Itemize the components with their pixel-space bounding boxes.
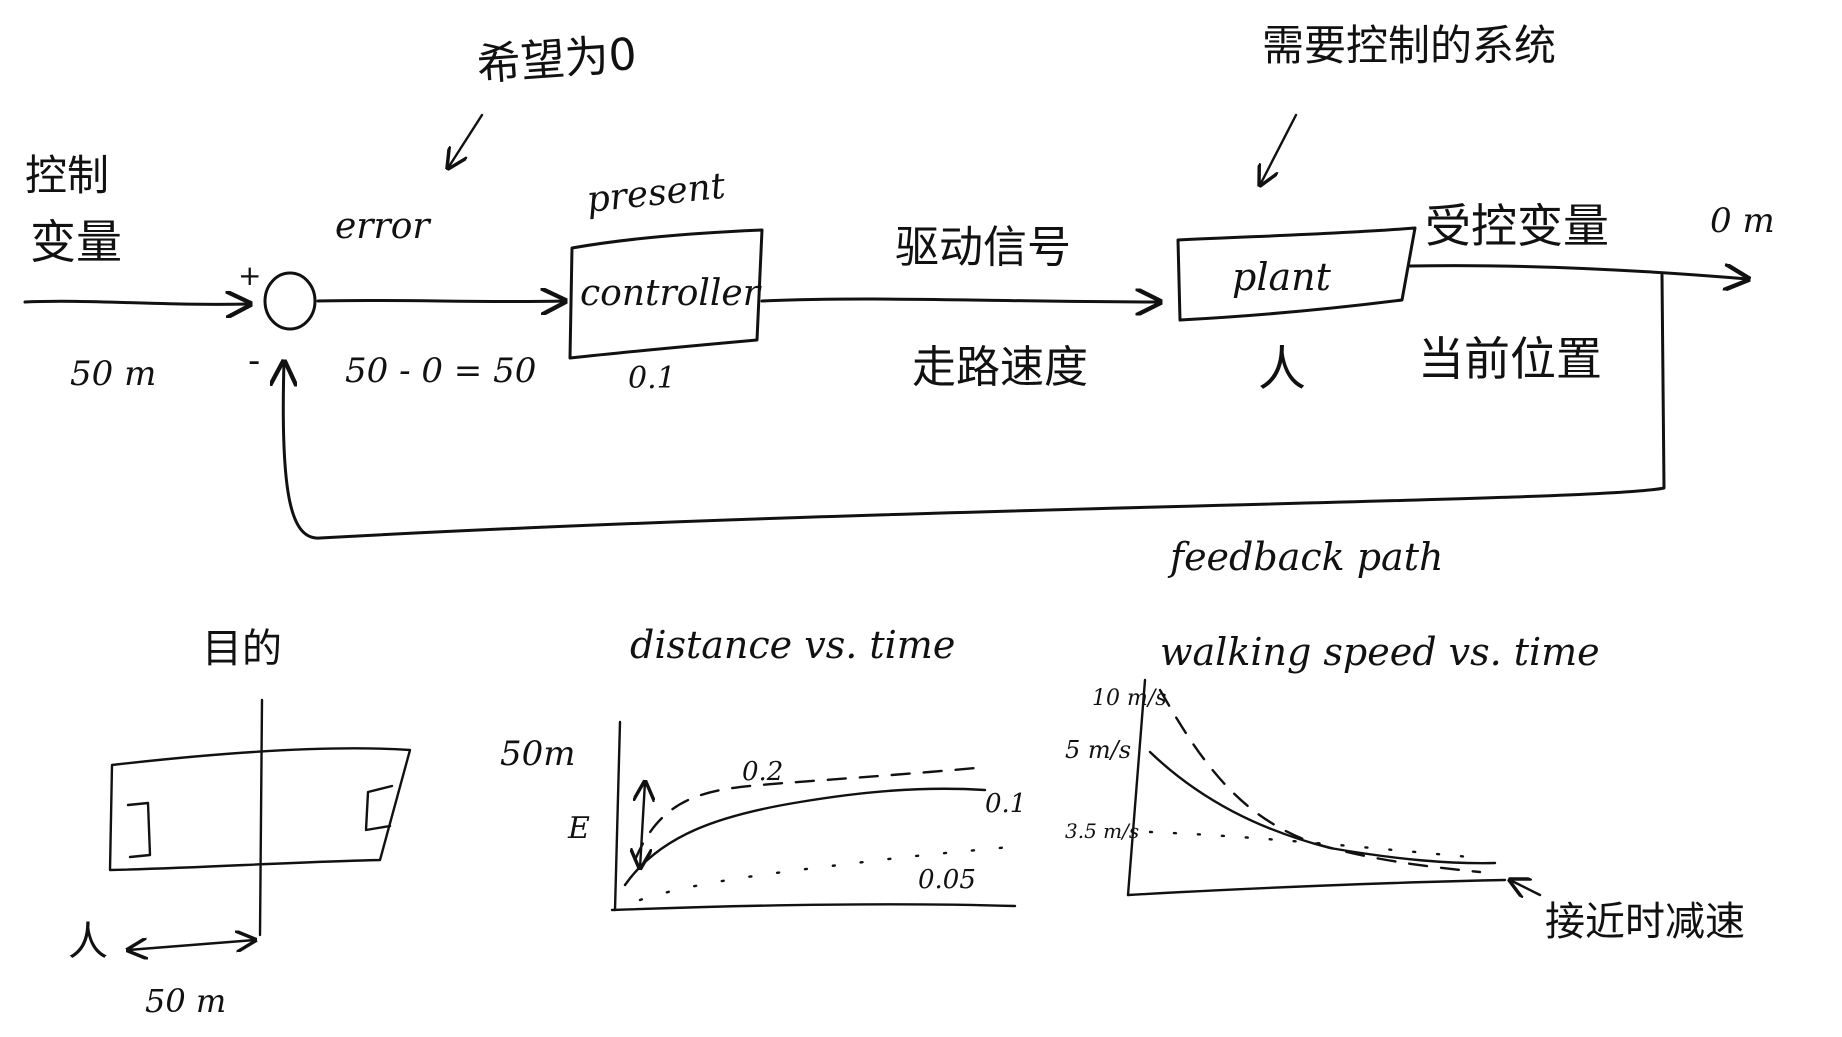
field-outline [108,747,412,872]
drive-signal-arrow [760,299,1160,302]
speed-note: 接近时减速 [1545,899,1745,945]
distance-y-axis [613,720,622,912]
distance-series-0.05-label: 0.05 [918,865,976,895]
distance-curve-gain-0.1 [623,787,987,887]
plant-label: plant [1232,255,1332,299]
speed-y-axis [1126,678,1147,897]
distance-series-0.1-label: 0.1 [985,789,1026,819]
output-value: 0 m [1710,201,1775,241]
controller-top-label: present [585,166,728,221]
field-midline [258,698,264,937]
distance-double-arrow [128,940,255,950]
input-variable-label-line1: 控制 [25,151,109,200]
distance-y-label-top: 50m [500,734,576,774]
summing-junction [263,271,317,331]
drive-signal-meaning: 走路速度 [912,342,1088,393]
controller-box [568,228,764,360]
speed-curve-gain-0.1 [1148,750,1497,865]
controller-gain: 0.1 [628,361,676,396]
output-label: 受控变量 [1425,199,1609,253]
goal-person-icon: 人 [68,919,108,965]
speed-chart-title: walking speed vs. time [1160,630,1600,674]
goal-title: 目的 [202,626,282,672]
speed-curve-gain-0.2 [1158,688,1482,874]
distance-x-axis [610,903,1017,912]
plant-box [1176,226,1417,322]
plant-note-arrow [1260,113,1298,185]
error-label: error [335,206,431,247]
speed-tick-3.5: 3.5 m/s [1065,819,1139,843]
input-variable-label-line2: 变量 [30,215,122,269]
error-arrow [316,300,565,301]
controller-label: controller [580,273,762,314]
error-bracket-arrow [640,782,645,868]
drive-signal-label: 驱动信号 [895,222,1071,273]
plant-meaning: 人 [1258,341,1306,397]
feedback-path-line [283,273,1666,540]
goal-distance-label: 50 m [145,982,226,1020]
sum-minus-sign: - [248,341,260,381]
error-note: 希望为0 [475,29,638,91]
distance-y-label-mid: E [567,811,590,846]
distance-curve-gain-0.2 [633,766,977,862]
error-note-arrow [448,113,484,168]
output-meaning: 当前位置 [1418,332,1602,386]
feedback-path-label: feedback path [1167,535,1443,579]
left-goal-box [126,801,152,859]
speed-x-axis [1126,878,1507,897]
input-arrow [23,301,250,304]
distance-curve-gain-0.05 [638,844,1022,902]
distance-chart-title: distance vs. time [630,623,955,667]
sum-plus-sign: + [238,259,261,292]
distance-series-0.2-label: 0.2 [742,757,783,787]
speed-note-arrow [1510,880,1542,895]
speed-tick-10: 10 m/s [1092,686,1167,711]
plant-note: 需要控制的系统 [1262,21,1556,70]
right-goal-box [364,784,394,832]
output-arrow [1408,266,1748,279]
speed-tick-5: 5 m/s [1065,736,1131,764]
error-value: 50 - 0 = 50 [345,351,536,391]
input-value: 50 m [70,354,156,394]
